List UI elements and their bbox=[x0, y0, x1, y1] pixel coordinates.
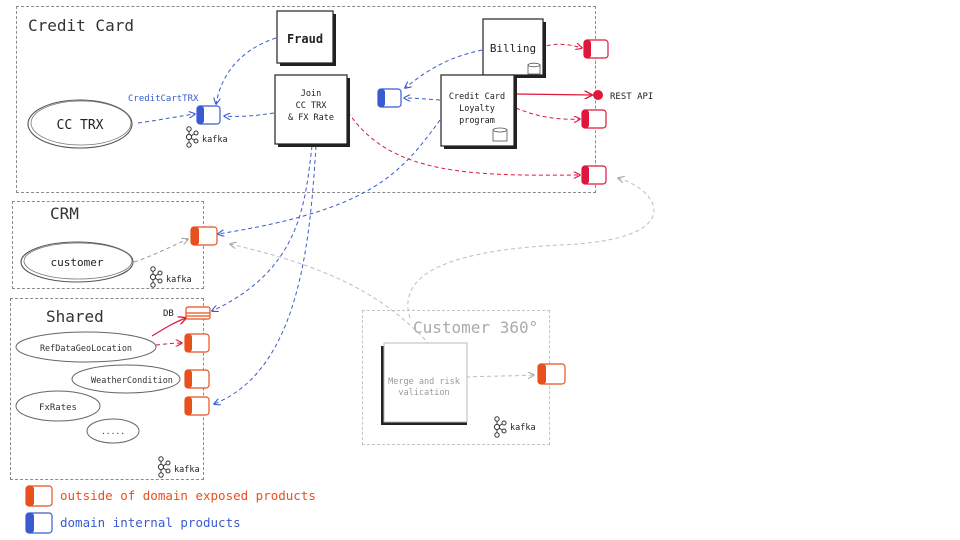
shared-domain bbox=[10, 298, 204, 480]
kafka-icon bbox=[185, 126, 199, 148]
shared-title: Shared bbox=[46, 307, 104, 326]
billing-label: Billing bbox=[490, 42, 536, 55]
box-fraud[interactable]: Fraud bbox=[276, 10, 336, 66]
customer360-title: Customer 360° bbox=[413, 318, 539, 337]
loyalty-label-1: Credit Card bbox=[449, 92, 505, 102]
kafka-icon bbox=[493, 416, 507, 438]
edge-customer-to-crm-product bbox=[133, 239, 188, 263]
product-exposed-fxrates[interactable] bbox=[184, 396, 210, 416]
weather-label: WeatherCondition bbox=[91, 376, 173, 386]
legend-internal-text: domain internal products bbox=[60, 515, 241, 530]
node-weathercondition[interactable]: WeatherCondition bbox=[71, 364, 181, 394]
node-customer[interactable]: customer bbox=[20, 241, 134, 283]
cc-trx-label: CC TRX bbox=[57, 118, 104, 133]
box-join[interactable]: Join CC TRX & FX Rate bbox=[274, 74, 350, 147]
product-exposed-crm[interactable] bbox=[190, 226, 218, 246]
edge-merge-to-c360-product bbox=[465, 375, 534, 377]
kafka-icon bbox=[149, 266, 163, 288]
edge-join-to-exposed bbox=[347, 111, 580, 175]
rest-api-endpoint[interactable] bbox=[593, 90, 603, 100]
node-fxrates[interactable]: FxRates bbox=[15, 390, 101, 422]
edge-join-to-db bbox=[212, 145, 313, 311]
edge-loyalty-to-rest bbox=[515, 94, 592, 95]
box-billing[interactable]: Billing bbox=[482, 18, 546, 78]
kafka-icon bbox=[157, 456, 171, 478]
billing-db-icon bbox=[527, 62, 541, 75]
product-exposed-billing[interactable] bbox=[583, 39, 609, 59]
join-label-3: & FX Rate bbox=[288, 113, 334, 123]
node-refdatageolocation[interactable]: RefDataGeoLocation bbox=[15, 331, 157, 363]
edge-refdata-to-db bbox=[151, 318, 186, 337]
merge-label-2: valication bbox=[398, 388, 449, 398]
kafka-label: kafka bbox=[174, 465, 200, 475]
refdata-label: RefDataGeoLocation bbox=[40, 344, 132, 354]
loyalty-label-3: program bbox=[459, 116, 495, 126]
box-loyalty[interactable]: Credit Card Loyalty program bbox=[440, 74, 517, 149]
edge-cctrx-to-topic bbox=[137, 114, 195, 124]
box-merge-risk[interactable]: Merge and risk valication bbox=[381, 342, 468, 425]
fraud-label: Fraud bbox=[287, 32, 323, 46]
edge-join-to-fxrates bbox=[214, 145, 317, 404]
product-exposed-refdata[interactable] bbox=[184, 333, 210, 353]
product-exposed-weather[interactable] bbox=[184, 369, 210, 389]
product-cctrx-topic[interactable] bbox=[196, 105, 221, 125]
more-label: ..... bbox=[101, 427, 125, 436]
edge-join-to-topic bbox=[224, 113, 275, 116]
edge-fraud-to-topic bbox=[216, 37, 277, 104]
product-internal-loyalty[interactable] bbox=[377, 88, 402, 108]
node-more[interactable]: ..... bbox=[86, 418, 140, 444]
product-exposed-join[interactable] bbox=[581, 165, 607, 185]
product-db-shared[interactable] bbox=[185, 306, 211, 320]
edge-loyalty-to-exposed bbox=[515, 107, 580, 119]
kafka-label: kafka bbox=[166, 275, 192, 285]
crm-title: CRM bbox=[50, 204, 79, 223]
legend-exposed-text: outside of domain exposed products bbox=[60, 488, 316, 503]
edge-billing-to-exposed bbox=[539, 44, 582, 48]
join-label-2: CC TRX bbox=[296, 101, 328, 111]
join-label-1: Join bbox=[301, 89, 321, 99]
credit-card-domain bbox=[16, 6, 596, 193]
edge-loyalty-to-crm bbox=[218, 119, 441, 234]
edge-loyalty-to-internal bbox=[404, 98, 441, 100]
kafka-label: kafka bbox=[202, 135, 228, 145]
edge-merge-to-exposed-loop bbox=[407, 178, 655, 319]
topic-label: CreditCartTRX bbox=[128, 94, 199, 104]
merge-label-1: Merge and risk bbox=[388, 377, 460, 387]
edge-refdata-to-exposed bbox=[155, 343, 182, 345]
fxrates-label: FxRates bbox=[39, 403, 77, 413]
kafka-label: kafka bbox=[510, 423, 536, 433]
node-cc-trx[interactable]: CC TRX bbox=[27, 99, 133, 149]
rest-api-label: REST API bbox=[610, 92, 653, 102]
db-label: DB bbox=[163, 309, 174, 319]
product-exposed-c360[interactable] bbox=[537, 363, 566, 385]
edge-merge-to-crm bbox=[230, 244, 431, 346]
credit-card-title: Credit Card bbox=[28, 16, 134, 35]
customer-label: customer bbox=[51, 256, 104, 269]
loyalty-label-2: Loyalty bbox=[459, 104, 495, 114]
legend-exposed-swatch bbox=[25, 485, 53, 507]
product-exposed-loyalty[interactable] bbox=[581, 109, 607, 129]
edge-billing-to-internal bbox=[405, 49, 483, 88]
legend-internal-swatch bbox=[25, 512, 53, 534]
loyalty-db-icon bbox=[492, 127, 508, 142]
